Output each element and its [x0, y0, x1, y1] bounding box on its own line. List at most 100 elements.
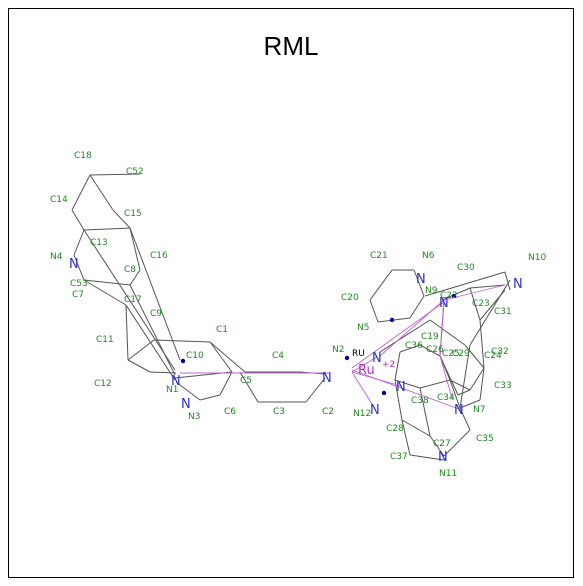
- bond-line: [219, 371, 233, 396]
- atom-label-n3: N3: [188, 412, 200, 422]
- nitrogen-glyph: N: [370, 403, 380, 418]
- atom-label-c9: C9: [150, 309, 162, 319]
- bond-line: [441, 287, 471, 301]
- bond-line: [73, 254, 85, 281]
- bond-line: [429, 435, 445, 457]
- metal-bond-layer: [180, 284, 506, 410]
- metal-bond-line: [351, 371, 402, 387]
- metal-bond-line: [379, 299, 445, 357]
- atom-label-c23: C23: [472, 299, 490, 309]
- nitrogen-glyph: N: [171, 374, 181, 389]
- atom-label-c3: C3: [273, 407, 285, 417]
- bond-line: [464, 344, 485, 369]
- atom-marker: [381, 390, 387, 396]
- bond-line: [409, 295, 425, 319]
- atom-label-c12: C12: [94, 379, 112, 389]
- bond-line: [419, 379, 451, 389]
- bond-line: [199, 394, 221, 401]
- atom-label-c6: C6: [224, 407, 236, 417]
- atom-label-c18: C18: [74, 151, 92, 161]
- bond-line: [394, 351, 401, 381]
- atom-label-c17: C17: [124, 295, 142, 305]
- bond-line: [401, 419, 431, 437]
- nitrogen-glyph: N: [181, 397, 191, 412]
- bond-line: [129, 284, 176, 376]
- bond-line: [439, 355, 459, 396]
- atom-label-c14: C14: [50, 195, 68, 205]
- atom-label-c16: C16: [150, 251, 168, 261]
- atom-label-c27: C27: [433, 439, 451, 449]
- atom-label-c10: C10: [186, 351, 204, 361]
- atom-label-n7: N7: [473, 405, 485, 415]
- bond-line: [83, 229, 176, 371]
- atom-label-c37: C37: [390, 452, 408, 462]
- atom-label-c25: C25: [442, 349, 460, 359]
- atom-label-c26: C26: [426, 345, 444, 355]
- atom-label-layer: RUC1C2C3C4C5C6C7C8C9C10C11C12C13C14C15C1…: [50, 151, 546, 479]
- atom-label-c8: C8: [124, 265, 136, 275]
- atom-label-c36: C36: [405, 341, 423, 351]
- bond-line: [175, 381, 201, 401]
- atom-label-n12: N12: [353, 409, 371, 419]
- atom-marker: [180, 358, 186, 364]
- bond-line: [394, 379, 403, 421]
- metal-bond-line: [439, 299, 445, 357]
- atom-marker: [389, 317, 395, 323]
- atom-label-c11: C11: [96, 335, 114, 345]
- bond-line: [419, 344, 441, 357]
- nitrogen-glyph: N: [372, 351, 382, 366]
- bond-line: [409, 454, 445, 461]
- atom-label-c2: C2: [322, 407, 334, 417]
- bond-line: [129, 227, 141, 271]
- atom-label-c20: C20: [341, 293, 359, 303]
- metal-symbol: Ru: [358, 363, 375, 378]
- bond-line: [83, 227, 131, 231]
- bond-line: [459, 344, 471, 409]
- bond-line: [153, 339, 211, 343]
- atom-label-c4: C4: [272, 351, 284, 361]
- bond-line: [459, 407, 471, 431]
- atom-label-c7: C7: [72, 290, 84, 300]
- nitrogen-glyph: N: [454, 403, 464, 418]
- atom-label-n1: N1: [166, 385, 178, 395]
- bond-line: [149, 371, 177, 374]
- atom-label-n2: N2: [332, 345, 344, 355]
- bond-line: [305, 377, 326, 403]
- metal-bond-line: [439, 355, 453, 399]
- bond-line: [449, 379, 471, 391]
- bond-line: [369, 269, 393, 301]
- atom-marker: [344, 355, 350, 361]
- bond-line: [127, 359, 151, 373]
- bond-line: [459, 399, 481, 409]
- nitrogen-glyph: N: [396, 380, 406, 395]
- atom-marker: [451, 293, 457, 299]
- atom-label-c28: C28: [386, 424, 404, 434]
- bond-line: [379, 319, 431, 353]
- atom-label-c24: C24: [484, 351, 502, 361]
- atom-label-c15: C15: [124, 209, 142, 219]
- bond-line: [83, 279, 127, 306]
- metal-bond-line: [351, 371, 376, 410]
- atom-label-c31: C31: [494, 307, 512, 317]
- metal-bond-line: [351, 356, 378, 373]
- atom-label-c13: C13: [90, 238, 108, 248]
- atom-label-c38: C38: [411, 396, 429, 406]
- bond-line: [127, 339, 155, 361]
- bond-line: [504, 271, 511, 291]
- bond-line: [73, 229, 85, 256]
- atom-label-c19: C19: [421, 332, 439, 342]
- bond-line: [424, 271, 506, 297]
- bond-line: [89, 174, 114, 211]
- bond-line: [401, 419, 411, 456]
- bond-line: [83, 279, 131, 286]
- bond-line: [479, 367, 485, 401]
- atom-label-c22: C22: [440, 291, 458, 301]
- bond-line: [394, 379, 421, 389]
- bond-line: [419, 387, 431, 437]
- atom-label-n10: N10: [528, 253, 546, 263]
- bond-line: [125, 304, 129, 361]
- bond-line: [71, 209, 85, 231]
- atom-label-n6: N6: [422, 251, 435, 261]
- atom-label-c53: C53: [70, 279, 88, 289]
- nitrogen-glyph: N: [416, 272, 426, 287]
